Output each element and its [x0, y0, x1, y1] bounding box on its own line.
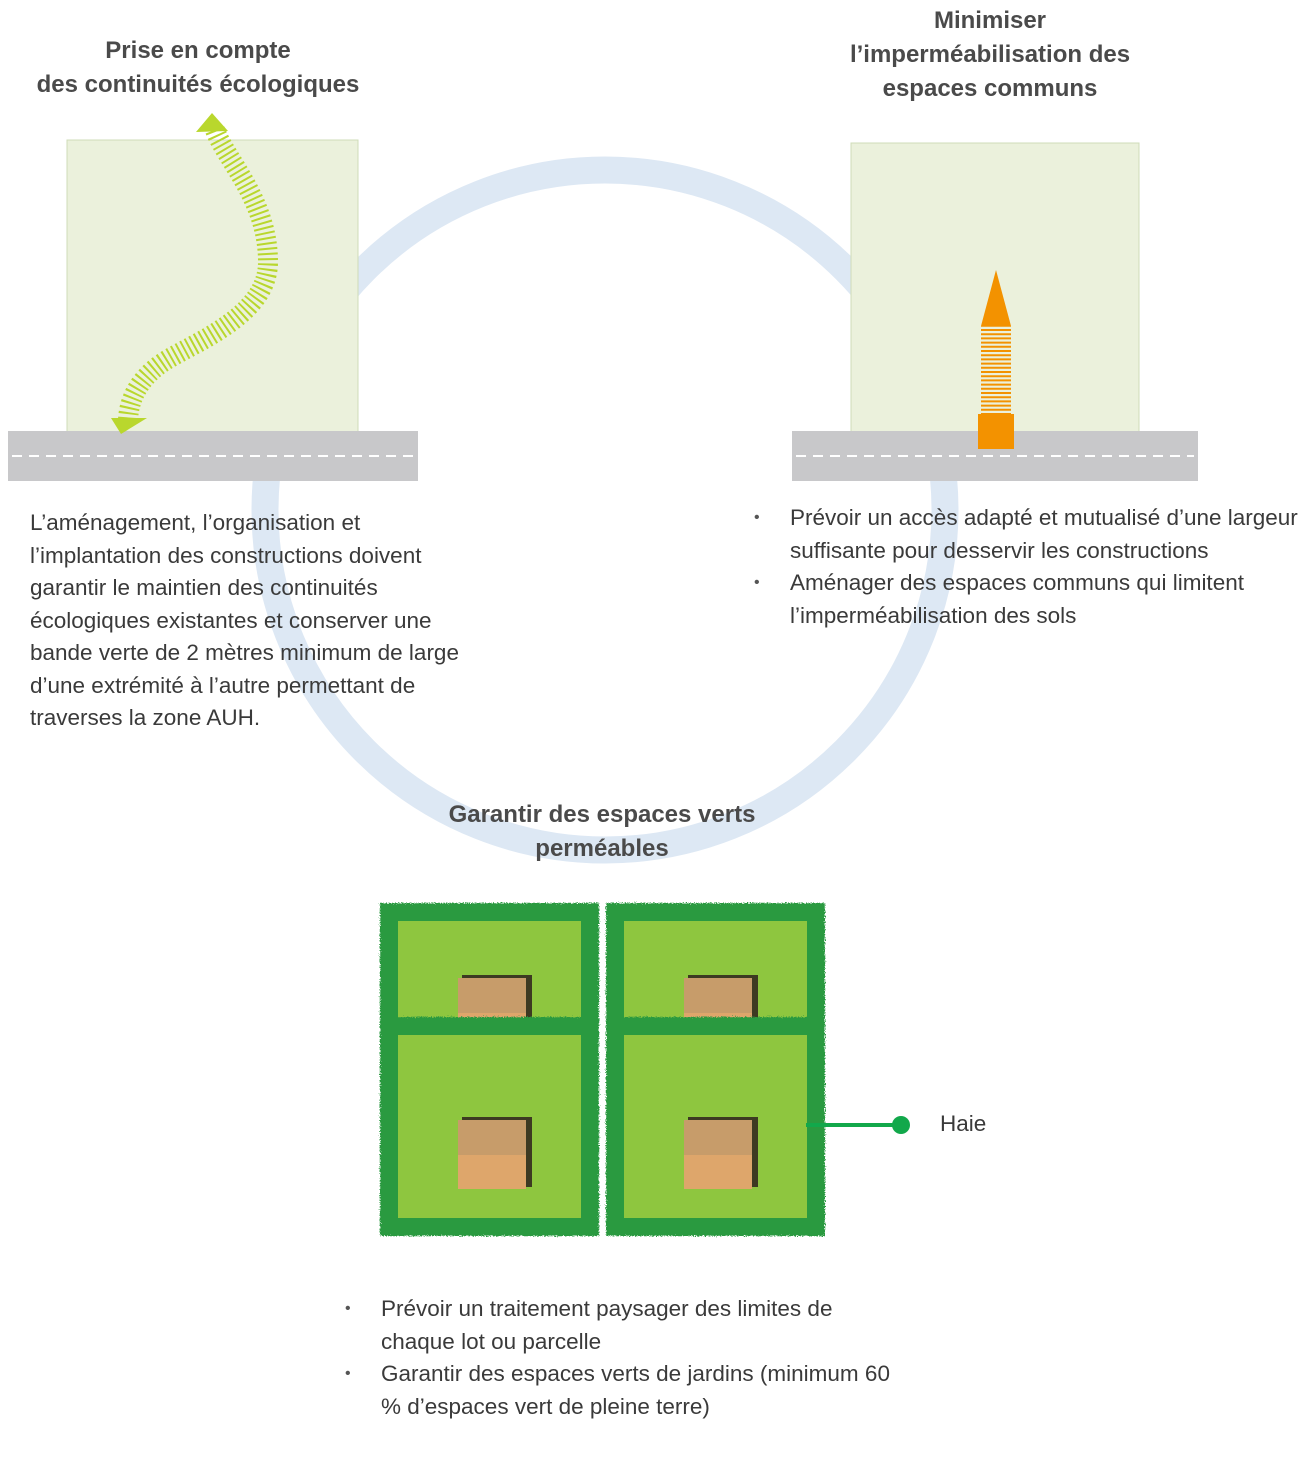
eco-continuity-text: L’aménagement, l’organisation et l’impla…	[30, 510, 459, 730]
bullet-icon: •	[345, 1365, 351, 1382]
bullet-item: • Aménager des espaces communs qui limit…	[750, 567, 1304, 632]
garden-lot	[606, 1017, 825, 1236]
bullet-text: Prévoir un traitement paysager des limit…	[381, 1296, 833, 1354]
access-arrow-head	[981, 270, 1011, 326]
access-entrance-block	[978, 414, 1014, 449]
bullet-icon: •	[345, 1300, 351, 1317]
eco-arrow-head-bottom	[111, 418, 147, 434]
left-parcel	[66, 139, 359, 434]
bullet-icon: •	[754, 509, 760, 526]
house-roof	[684, 1120, 752, 1155]
shared-access-illustration	[792, 142, 1198, 481]
bullet-icon: •	[754, 574, 760, 591]
title-impermeability: Minimiser l’imperméabilisation des espac…	[849, 7, 1131, 102]
house-wall	[684, 1155, 752, 1189]
house-roof	[458, 1120, 526, 1155]
house-wall	[458, 1155, 526, 1189]
impermeability-bullets: • Prévoir un accès adapté et mutualisé d…	[750, 502, 1304, 632]
title-eco-continuity: Prise en compte des continuités écologiq…	[36, 37, 360, 98]
haie-leader-dot	[892, 1116, 910, 1134]
house-roof	[684, 978, 752, 1013]
house-roof	[458, 978, 526, 1013]
cycle-ring	[251, 156, 959, 864]
bullet-text: Aménager des espaces communs qui limiten…	[790, 570, 1244, 628]
garden-lot	[380, 1017, 599, 1236]
garden-lots-illustration	[380, 903, 825, 1236]
left-road	[8, 431, 418, 481]
bullet-item: • Prévoir un accès adapté et mutualisé d…	[750, 502, 1304, 567]
green-spaces-bullets: • Prévoir un traitement paysager des lim…	[341, 1293, 901, 1423]
ecological-corridor-arrow-icon	[118, 126, 279, 423]
bullet-text: Garantir des espaces verts de jardins (m…	[381, 1361, 890, 1419]
title-green-spaces: Garantir des espaces verts perméables	[448, 801, 756, 862]
haie-legend-label: Haie	[940, 1111, 987, 1136]
eco-arrow-head-top	[196, 113, 228, 132]
bullet-text: Prévoir un accès adapté et mutualisé d’u…	[790, 505, 1298, 563]
eco-continuity-illustration	[8, 113, 418, 481]
bullet-item: • Garantir des espaces verts de jardins …	[341, 1358, 901, 1423]
bullet-item: • Prévoir un traitement paysager des lim…	[341, 1293, 901, 1358]
